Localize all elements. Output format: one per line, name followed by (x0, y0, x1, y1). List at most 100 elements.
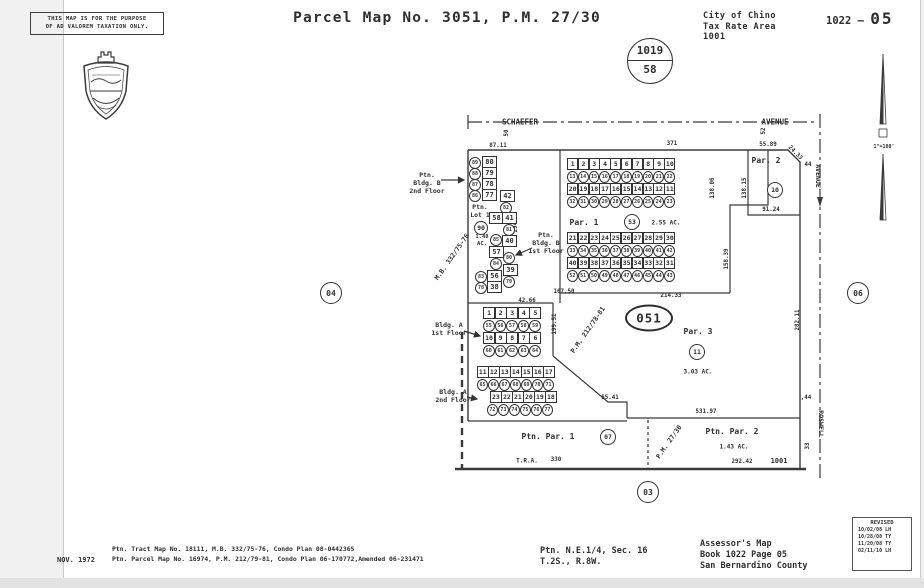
unit-number-box: 22 (577, 232, 590, 244)
parcel-map-ref: P.M. 212/78-81 (568, 305, 607, 355)
unit-ref-circle: 46 (631, 269, 643, 282)
unit-number-box: 40 (502, 235, 517, 247)
ptn-parcel-2-acreage: 1.43 AC. (719, 443, 749, 451)
parcel-3-acreage: 3.03 AC. (683, 368, 713, 376)
dimension-label: 167.50 (553, 289, 575, 295)
parcel-1-acreage: 2.55 AC. (651, 219, 681, 227)
unit-number-box: 1 (567, 158, 579, 170)
adjacent-book: 1019 (628, 39, 672, 61)
unit-number-box: 10 (483, 332, 496, 345)
unit-ref-circle: 76 (530, 403, 542, 416)
unit-ref-circle: 38 (621, 244, 632, 257)
unit-ref-circle: 32 (567, 195, 578, 208)
unit-ref-circle: 42 (664, 244, 675, 257)
adjacent-book-page-bubble: 1019 58 (627, 38, 673, 84)
unit-ref-circle: 26 (631, 195, 643, 208)
parcel-outer-boundary (468, 149, 801, 468)
unit-number-box: 5 (610, 158, 622, 170)
unit-ref-circle: 31 (577, 195, 589, 208)
unit-ref-circle: 71 (543, 378, 554, 391)
dimension-label: 292.42 (731, 459, 753, 465)
unit-ref-circle: 65 (477, 378, 488, 391)
unit-ref-circle: 78 (475, 282, 487, 294)
unit-number-box: 12 (488, 366, 500, 378)
unit-number-box: 32 (653, 257, 665, 270)
sheet-number: 1022 – 05 (826, 9, 894, 28)
revised-entry: 10/28/08 TY (858, 534, 892, 540)
adjacent-page-circle-06: 06 (847, 282, 869, 304)
unit-number-box: 80 (482, 156, 497, 168)
scale-label: 1"=100' (873, 143, 895, 150)
unit-ref-circle: 52 (567, 269, 578, 282)
unit-number-box: 6 (621, 158, 633, 170)
unit-number-box: 18 (545, 391, 557, 404)
north-arrow (878, 53, 888, 221)
unit-number-box: 29 (653, 232, 665, 244)
unit-ref-circle: 24 (653, 195, 665, 208)
unit-number-box: 38 (487, 281, 502, 293)
dimension-label: 42.66 (518, 298, 536, 304)
unit-number-box: 20 (567, 183, 579, 196)
dimension-label: 214.33 (660, 293, 682, 299)
unit-ref-circle: 61 (494, 344, 507, 357)
ptn-parcel-2-label: Ptn. Par. 2 (705, 427, 759, 436)
parcel-2-boundary (747, 150, 800, 216)
unit-ref-circle: 60 (483, 344, 495, 357)
adjacent-page: 58 (643, 63, 657, 76)
unit-number-box: 15 (521, 366, 533, 378)
unit-ref-circle: 66 (488, 378, 499, 391)
unit-number-box: 15 (621, 183, 633, 196)
unit-number-box: 6 (529, 332, 542, 345)
parcel-2-label: Par. 2 (751, 156, 781, 165)
dimension-label: 330 (550, 457, 562, 463)
dimension-label: 138.15 (742, 177, 748, 199)
unit-number-box: 14 (510, 366, 522, 378)
book-number: 1022 – (826, 15, 871, 27)
unit-number-box: 39 (577, 257, 590, 270)
map-title: Parcel Map No. 3051, P.M. 27/30 (293, 10, 601, 26)
ptn-parcel-1-label: Ptn. Par. 1 (521, 432, 575, 441)
unit-number-box: 22 (501, 391, 513, 404)
unit-ref-circle: 82 (500, 202, 512, 214)
unit-ref-circle: 68 (510, 378, 521, 391)
unit-ref-circle: 23 (664, 195, 675, 208)
dimension-label: 158.39 (724, 248, 730, 270)
unit-ref-circle: 77 (541, 403, 553, 416)
unit-ref-circle: 20 (642, 170, 654, 183)
unit-ref-circle: 21 (653, 170, 665, 183)
unit-number-box: 38 (588, 257, 600, 270)
street-label-avenue-right: AVENUE (814, 164, 823, 188)
section-township-range: Ptn. N.E.1/4, Sec. 16 T.2S., R.8W. (540, 546, 648, 567)
unit-number-box: 7 (631, 158, 644, 170)
dimension-label: 52 (761, 127, 767, 135)
unit-number-box: 33 (642, 257, 654, 270)
disclaimer-box: THIS MAP IS FOR THE PURPOSE OF AD VALORE… (30, 12, 164, 35)
unit-ref-circle: 17 (610, 170, 621, 183)
unit-number-box: 13 (499, 366, 511, 378)
unit-number-box: 20 (523, 391, 535, 404)
unit-number-box: 8 (642, 158, 654, 170)
unit-ref-circle: 86 (469, 190, 481, 202)
unit-number-box: 9 (494, 332, 507, 345)
dimension-label: 44 (804, 162, 812, 168)
parcel-map-ref-2730: P.M. 27/30 (654, 423, 684, 461)
unit-number-box: 5 (529, 307, 542, 319)
unit-ref-circle: 15 (588, 170, 600, 183)
unit-number-box: 3 (506, 307, 519, 319)
unit-ref-circle: 70 (532, 378, 543, 391)
bldg-b-2nd-floor-label: Ptn. Bldg. B 2nd Floor (409, 170, 445, 196)
unit-number-box: 79 (482, 167, 497, 179)
unit-number-box: 8 (506, 332, 519, 345)
unit-number-box: 13 (642, 183, 654, 196)
revised-entry: 02/11/10 LH (858, 548, 892, 554)
unit-ref-circle: 40 (642, 244, 654, 257)
unit-number-box: 4 (517, 307, 530, 319)
unit-ref-circle: 36 (599, 244, 611, 257)
dimension-label: 91.24 (762, 207, 780, 213)
adjacent-page-circle-03: 03 (637, 481, 659, 503)
unit-number-box: 19 (534, 391, 546, 404)
unit-ref-circle: 22 (664, 170, 675, 183)
block-number-ellipse: 051 (625, 304, 673, 332)
lot1-acreage-label: 1.48 AC. (475, 234, 489, 247)
